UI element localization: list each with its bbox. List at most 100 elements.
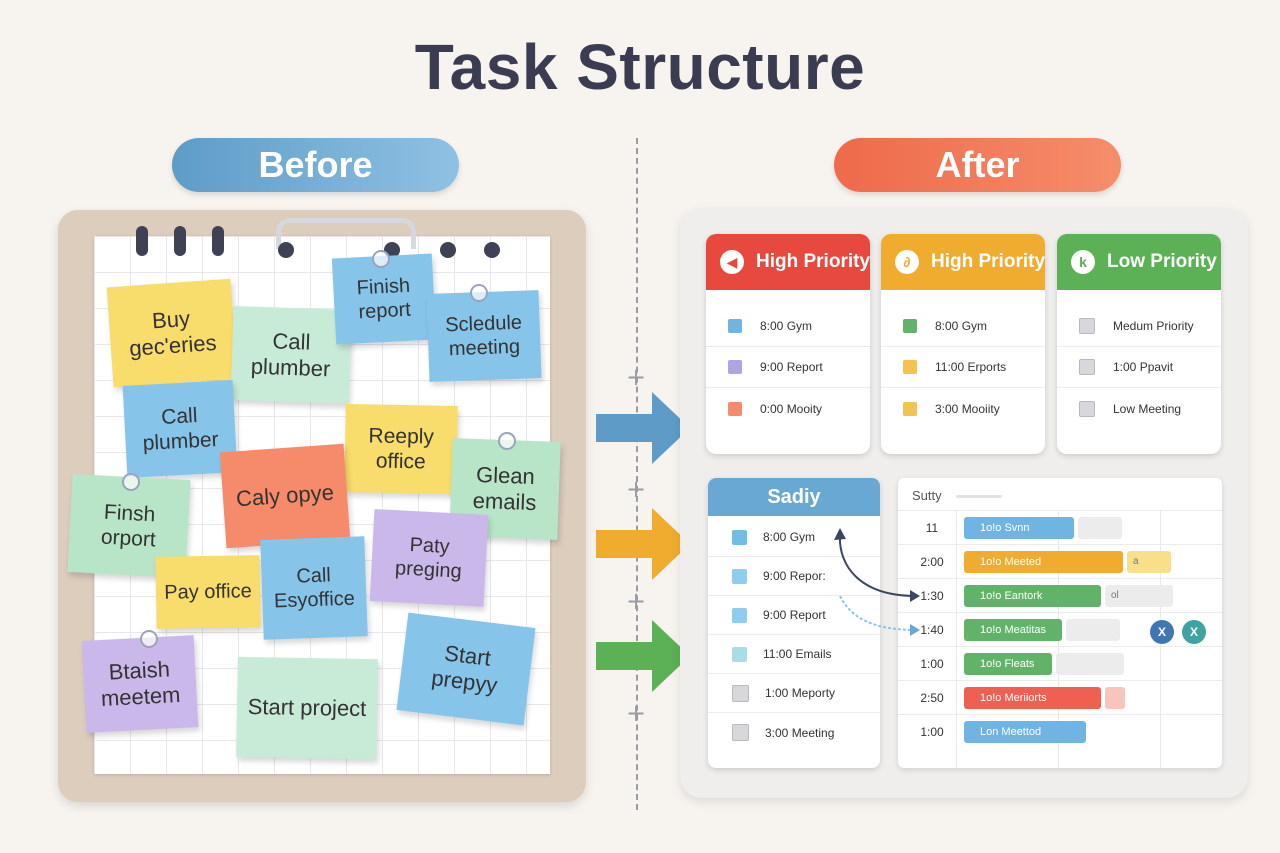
note-text: Glean emails (472, 461, 537, 516)
task-square-icon (903, 319, 917, 333)
daily-list-title: Sadiy (708, 478, 880, 516)
title-underline (956, 495, 1002, 498)
task-row: 8:00 Gym (706, 306, 870, 347)
task-square-icon (903, 401, 917, 416)
note-text: Call Esyoffice (273, 564, 356, 613)
schedule-row: 1:00 1o!o Fleats (898, 646, 1222, 681)
note-text: Paty preging (394, 533, 463, 583)
schedule-bar: 1o!o Fleats (964, 653, 1052, 675)
schedule-bar-ghost (1105, 687, 1125, 709)
pushpin-icon (122, 473, 140, 491)
priority-card-header: ∂ High Priority (881, 234, 1045, 290)
schedule-title: Sutty (912, 488, 942, 503)
priority-card: k Low Priority Medum Priority 1:00 Ppavi… (1057, 234, 1221, 454)
task-square-icon (728, 401, 742, 416)
task-square-icon (1079, 318, 1095, 334)
sticky-note: Pay office (155, 555, 261, 629)
schedule-row: 2:00 1o!o Meeted a (898, 544, 1222, 579)
note-text: Buy gec'eries (128, 305, 218, 361)
task-text: 11:00 Erports (935, 360, 1007, 374)
sticky-note: Start prepyy (396, 612, 536, 726)
arrow-right-icon (596, 508, 690, 580)
schedule-time: 1:00 (920, 657, 944, 671)
arrow-shape (596, 392, 690, 464)
daily-row: 9:00 Report (708, 596, 880, 635)
task-text: 1:00 Ppavit (1113, 360, 1174, 374)
arrow-shape (596, 620, 690, 692)
connector-curve (839, 595, 917, 631)
plus-icon: + (625, 363, 647, 391)
binder-hole-icon (484, 242, 500, 258)
connector-arrows (834, 528, 920, 636)
note-text: Finsh orport (100, 500, 157, 552)
task-square-icon (732, 724, 749, 741)
binder-ring-icon (174, 226, 186, 256)
task-square-icon (732, 646, 747, 662)
priority-card-title: High Priority (931, 251, 1045, 272)
schedule-bar: 1o!o Svnn (964, 517, 1074, 539)
task-text: Medum Priority (1113, 319, 1194, 333)
clipboard-clip-icon (276, 218, 416, 249)
task-square-icon (732, 684, 749, 702)
task-row: 9:00 Report (706, 347, 870, 388)
schedule-bar: 1o!o Meeted (964, 551, 1123, 573)
schedule-extra-text: a (1133, 556, 1139, 567)
task-row: Medum Priority (1057, 306, 1221, 347)
task-square-icon (1079, 400, 1095, 417)
pushpin-icon (140, 630, 158, 648)
note-text: Start prepyy (430, 639, 499, 698)
plus-icon: + (625, 475, 647, 503)
arrowhead-icon (910, 590, 920, 602)
task-text: 9:00 Repor: (763, 569, 826, 583)
note-text: Pay office (164, 580, 252, 604)
task-text: 8:00 Gym (935, 319, 988, 333)
schedule-bar-ghost (1105, 585, 1173, 607)
note-text: Caly opye (235, 479, 335, 512)
before-label: Before (172, 138, 459, 192)
task-text: 9:00 Report (760, 360, 823, 374)
sticky-note: Call plumber (230, 305, 352, 405)
task-square-icon (732, 529, 747, 545)
binder-ring-icon (136, 226, 148, 256)
schedule-time: 2:00 (920, 555, 944, 569)
binder-ring-icon (212, 226, 224, 256)
task-square-icon (728, 360, 742, 374)
arrow-right-icon (596, 392, 690, 464)
connector-curve (838, 533, 917, 597)
sticky-note: Start project (236, 656, 378, 760)
binder-hole-icon (278, 242, 294, 258)
schedule-bar: 1o!o Meriiorts (964, 687, 1101, 709)
pushpin-icon (372, 250, 390, 268)
sticky-note: Btaish meetem (81, 635, 199, 733)
priority-icon: k (1071, 250, 1095, 274)
note-text: Finish report (356, 274, 412, 324)
binder-hole-icon (440, 242, 456, 258)
schedule-extra-text: ol (1111, 590, 1119, 601)
priority-card-title: Low Priority (1107, 251, 1217, 272)
grid-line (956, 510, 957, 768)
plus-icon: + (625, 699, 647, 727)
sticky-note: Paty preging (369, 509, 489, 607)
schedule-bar-ghost (1056, 653, 1124, 675)
schedule-bar-ghost (1127, 551, 1171, 573)
note-text: Reeply office (368, 424, 435, 474)
task-text: 8:00 Gym (763, 530, 816, 544)
pushpin-icon (470, 284, 488, 302)
note-text: Start project (247, 693, 367, 721)
badge-x-icon: X (1150, 620, 1174, 644)
task-square-icon (1079, 359, 1095, 375)
page-title: Task Structure (414, 31, 866, 103)
sticky-note: Call Esyoffice (260, 536, 368, 640)
schedule-bar: 1o!o Eantork (964, 585, 1101, 607)
priority-icon: ◀ (720, 250, 744, 274)
priority-card-header: k Low Priority (1057, 234, 1221, 290)
arrowhead-icon (834, 528, 846, 540)
task-text: Low Meeting (1113, 401, 1182, 416)
schedule-bar: Lon Meettod (964, 721, 1086, 743)
schedule-bar-ghost (1078, 517, 1122, 539)
priority-card: ∂ High Priority 8:00 Gym 11:00 Erports 3… (881, 234, 1045, 454)
plus-icon: + (625, 587, 647, 615)
